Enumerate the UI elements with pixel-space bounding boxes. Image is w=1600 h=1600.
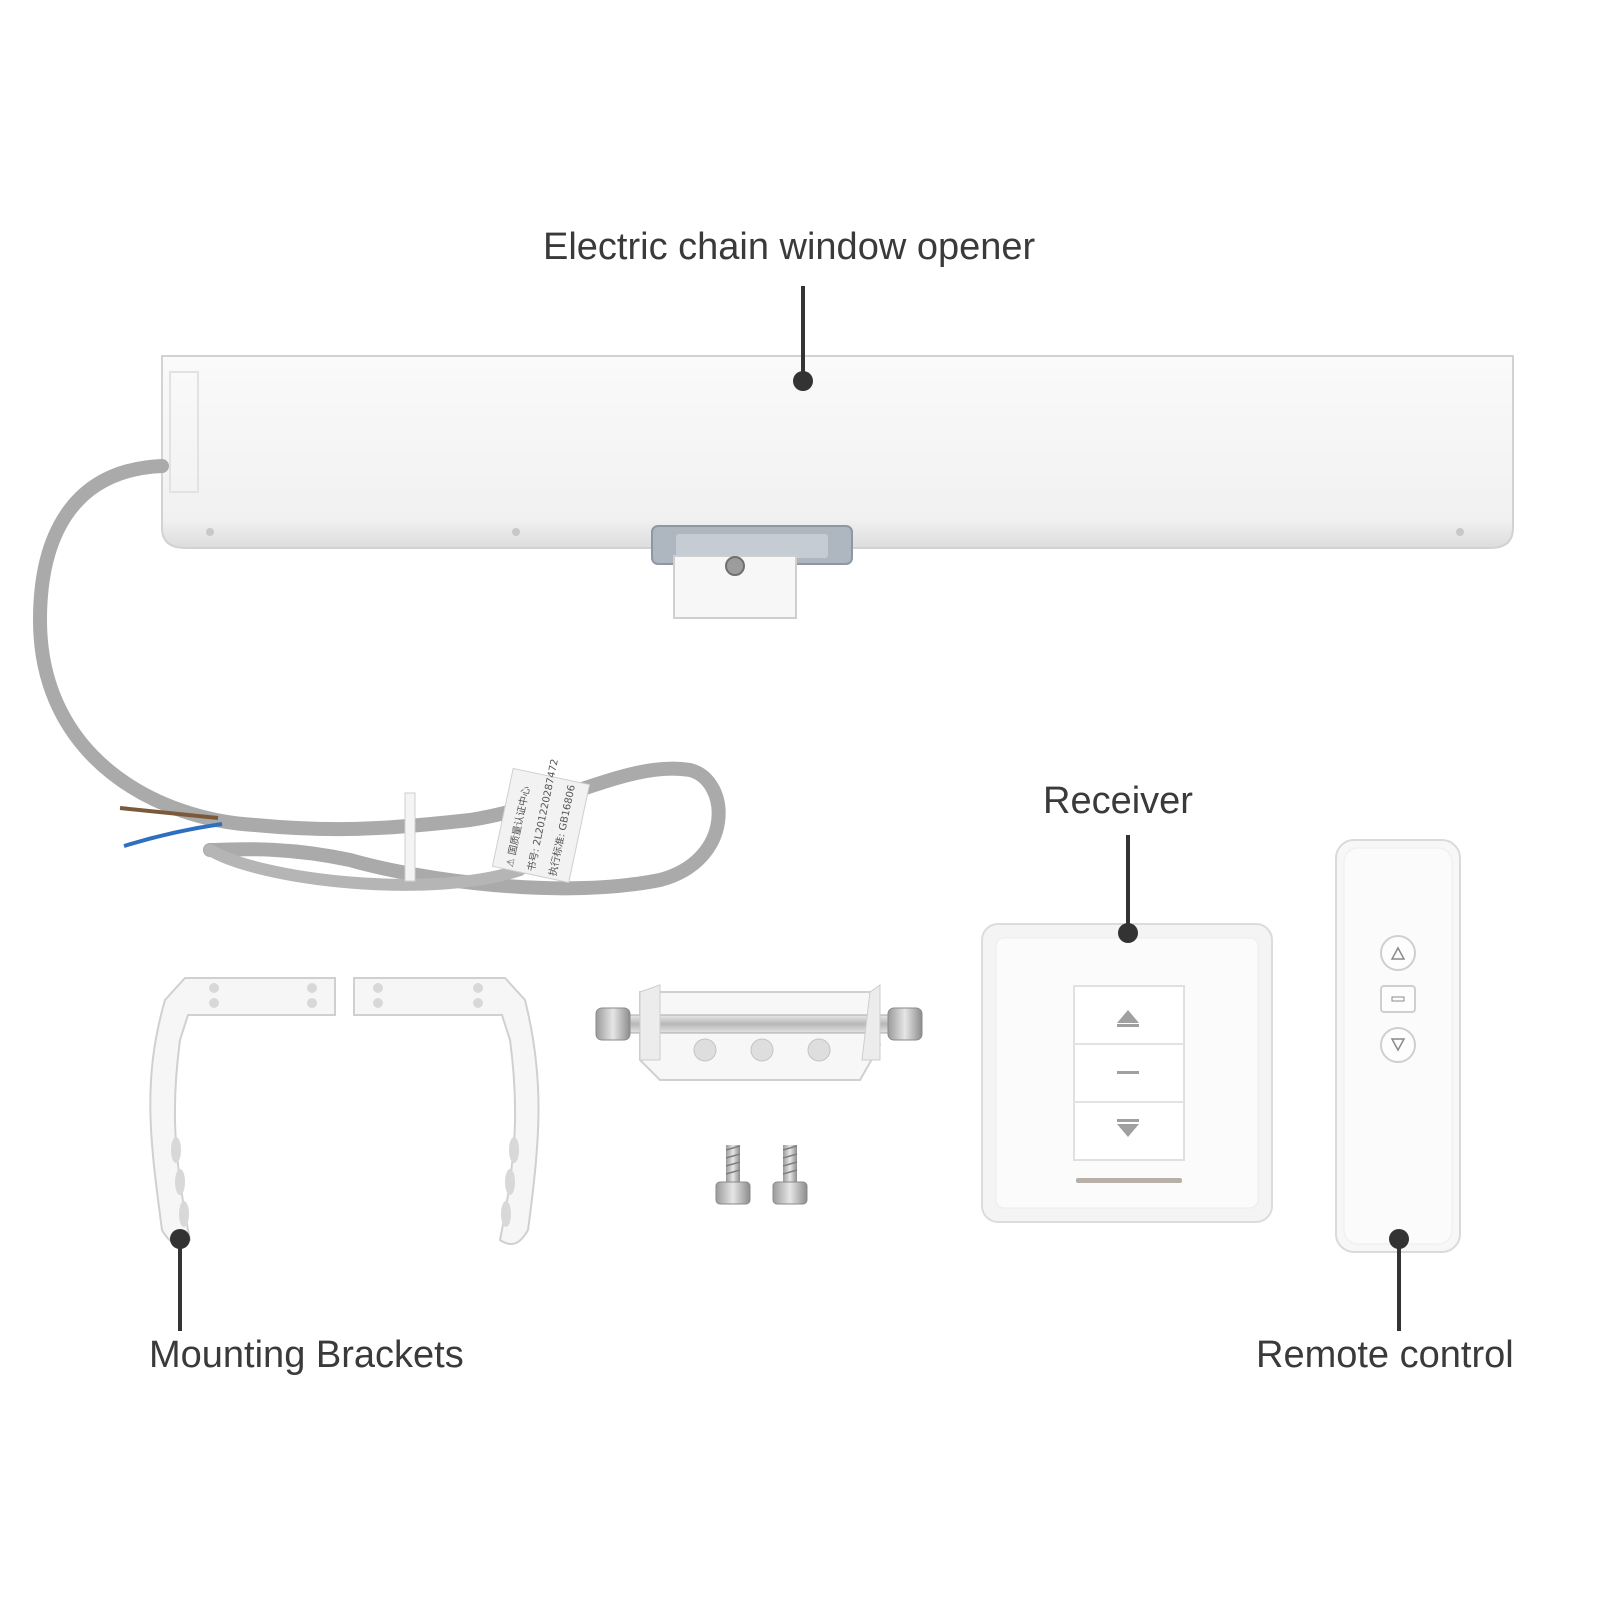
remote-callout-line	[1397, 1239, 1401, 1331]
window-opener-actuator	[161, 355, 1514, 619]
remote-callout-label: Remote control	[1256, 1334, 1514, 1376]
stop-icon	[1391, 996, 1405, 1002]
brackets-callout-label: Mounting Brackets	[149, 1334, 464, 1376]
up-arrow-icon	[1117, 1010, 1139, 1023]
opener-callout-dot	[793, 371, 813, 391]
up-arrow-icon	[1390, 946, 1406, 960]
remote-control-device	[1335, 839, 1461, 1253]
receiver-callout-dot	[1118, 923, 1138, 943]
mounting-bracket-left	[149, 977, 336, 1246]
stop-icon	[1117, 1071, 1139, 1074]
power-cable	[32, 459, 726, 896]
hinge-bracket	[595, 984, 923, 1081]
receiver-switch	[981, 923, 1273, 1223]
down-arrow-icon	[1117, 1124, 1139, 1137]
screw-right	[772, 1145, 808, 1205]
screw-left	[715, 1145, 751, 1205]
mounting-bracket-right	[353, 977, 540, 1246]
receiver-callout-line	[1126, 835, 1130, 933]
opener-callout-label: Electric chain window opener	[543, 226, 1036, 268]
down-arrow-icon	[1390, 1038, 1406, 1052]
opener-callout-line	[801, 286, 805, 381]
receiver-callout-label: Receiver	[1043, 780, 1193, 822]
brackets-callout-line	[178, 1239, 182, 1331]
cable-label-tag: ⚠ 国质量认证中心 书号: 2L201220287472 执行标准: GB168…	[491, 758, 591, 884]
